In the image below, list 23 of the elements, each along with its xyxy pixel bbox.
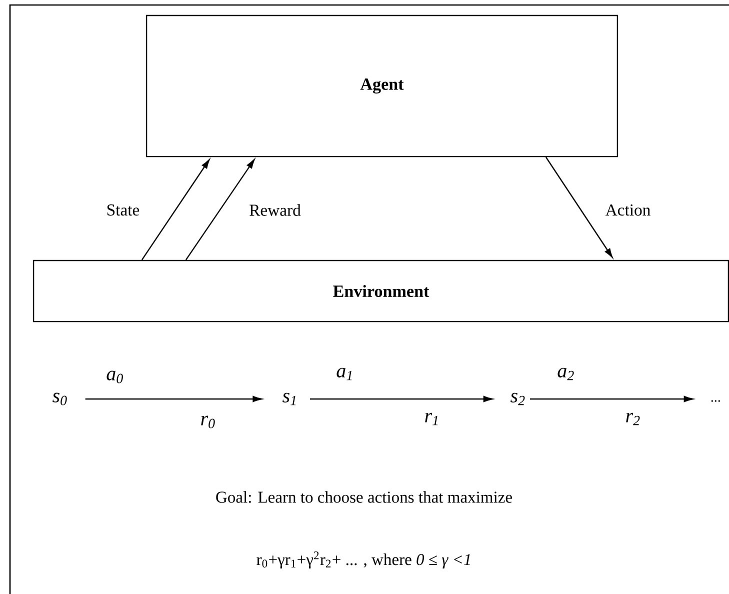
reward-label: r$_{0}$	[201, 416, 215, 428]
state-symbol: s$_{1}$	[282, 392, 296, 406]
edge-label: Reward	[248, 202, 302, 218]
arrow	[545, 156, 613, 258]
agent-box: Agent	[146, 14, 618, 158]
reward-label: r$_{1}$	[425, 412, 438, 426]
state-symbol: s$_{0}$	[52, 392, 67, 406]
arrow	[310, 396, 493, 402]
action-label: a$_{2}$	[556, 366, 576, 382]
environment-box: Environment	[32, 260, 729, 322]
state-symbol: s$_{2}$	[510, 392, 525, 406]
arrow	[141, 159, 210, 260]
arrow	[530, 396, 694, 402]
objective-formula: r$_{0}$+γr$_{1}$+γ$^{2}$r$_{2}$+ ... , where 0 ≤ γ <1	[256, 552, 470, 568]
ellipsis-text: ...	[711, 400, 720, 402]
goal-text: Goal: Learn to choose actions that maximize	[216, 491, 512, 503]
reward-label: r$_{2}$	[626, 412, 640, 426]
arrow	[185, 159, 255, 260]
edge-label: State	[105, 203, 141, 217]
action-label: a$_{0}$	[104, 369, 126, 385]
edge-label: Action	[604, 203, 652, 217]
arrow	[85, 396, 262, 402]
action-label: a$_{1}$	[334, 366, 356, 382]
